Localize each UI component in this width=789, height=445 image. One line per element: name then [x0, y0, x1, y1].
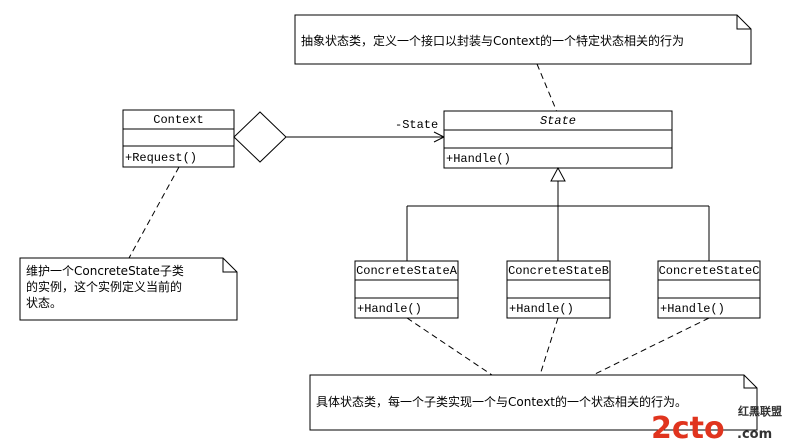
watermark-logo: 2cto	[651, 411, 725, 445]
context-note-connector	[128, 166, 180, 259]
context-request-method: +Request()	[125, 151, 197, 165]
association-role-label: -State	[395, 118, 438, 132]
context-class[interactable]: Context +Request()	[122, 109, 235, 168]
concrete-state-a-class[interactable]: ConcreteStateA +Handle()	[354, 260, 459, 319]
watermark-domain: .com	[737, 427, 772, 442]
concrete-c-note-connector	[592, 317, 710, 376]
concrete-a-note-connector	[406, 317, 493, 376]
inheritance-triangle	[550, 166, 566, 182]
concrete-states-note-text: 具体状态类，每一个子类实现一个与Context的一个状态相关的行为。	[316, 394, 687, 409]
context-note-line-3: 状态。	[26, 296, 62, 310]
context-note: 维护一个ConcreteState子类 的实例，这个实例定义当前的 状态。	[19, 257, 238, 321]
abstract-note-connector	[536, 63, 558, 113]
concrete-state-a-name: ConcreteStateA	[356, 264, 458, 278]
site-watermark: 2cto .com 红黑联盟	[651, 404, 782, 445]
concrete-state-b-method: +Handle()	[509, 302, 574, 316]
concrete-states-note: 具体状态类，每一个子类实现一个与Context的一个状态相关的行为。	[309, 374, 758, 431]
concrete-state-a-method: +Handle()	[357, 302, 422, 316]
abstract-state-note: 抽象状态类，定义一个接口以封装与Context的一个特定状态相关的行为	[294, 14, 752, 65]
state-handle-method: +Handle()	[446, 152, 511, 166]
context-note-line-2: 的实例，这个实例定义当前的	[26, 279, 182, 294]
aggregation-diamond	[233, 111, 287, 163]
concrete-state-c-class[interactable]: ConcreteStateC +Handle()	[657, 260, 761, 319]
concrete-state-b-name: ConcreteStateB	[508, 264, 609, 278]
state-class-name: State	[540, 114, 576, 128]
concrete-state-c-name: ConcreteStateC	[659, 264, 760, 278]
concrete-state-c-method: +Handle()	[660, 302, 725, 316]
watermark-tagline: 红黑联盟	[738, 404, 782, 418]
concrete-b-note-connector	[539, 317, 559, 376]
context-class-name: Context	[153, 113, 203, 127]
concrete-state-b-class[interactable]: ConcreteStateB +Handle()	[506, 260, 611, 319]
context-note-line-1: 维护一个ConcreteState子类	[26, 264, 184, 278]
abstract-state-note-text: 抽象状态类，定义一个接口以封装与Context的一个特定状态相关的行为	[301, 33, 684, 48]
state-class[interactable]: State +Handle()	[443, 110, 673, 169]
